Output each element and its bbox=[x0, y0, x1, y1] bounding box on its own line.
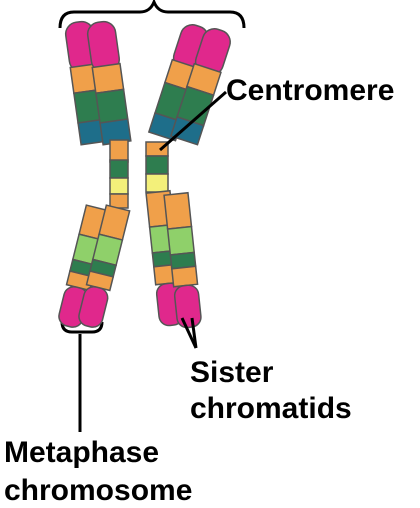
metaphase-label-line1: Metaphase bbox=[4, 436, 159, 469]
sister-label-line1: Sister bbox=[190, 356, 274, 389]
right-chromosome-arm bbox=[146, 22, 233, 329]
left-chromosome-arm bbox=[57, 20, 131, 329]
sister-label-line2: chromatids bbox=[190, 392, 352, 425]
metaphase-label-line2: chromosome bbox=[4, 474, 192, 507]
centromere-label: Centromere bbox=[226, 74, 394, 107]
